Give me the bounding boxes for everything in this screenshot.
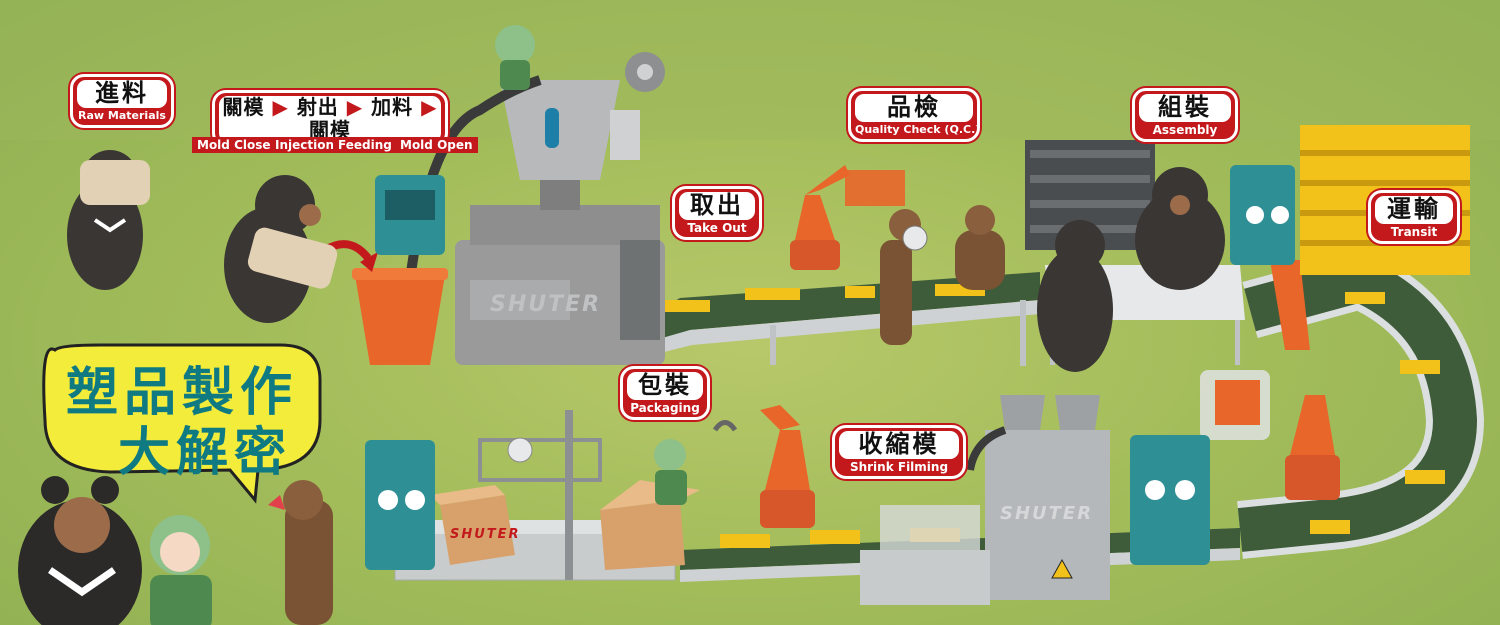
sign-mold-cycle-zh: 關模 ▶ 射出 ▶ 加料 ▶ 關模 xyxy=(219,96,441,142)
machine-brand-label: SHUTER xyxy=(490,292,602,317)
shrink-film-machine xyxy=(860,395,1110,605)
robot-assembly xyxy=(1230,165,1295,265)
sign-take-out-zh: 取出 xyxy=(679,191,755,220)
cycle-step-2-en: Injection xyxy=(270,137,340,153)
sign-shrink-filming-en: Shrink Filming xyxy=(849,459,949,474)
sign-packaging-zh: 包裝 xyxy=(627,371,703,400)
bear-assembling-2 xyxy=(1135,167,1225,290)
bear-pouring-sack xyxy=(224,175,338,323)
yellow-speech-bubble xyxy=(42,343,322,504)
chevron-right-icon: ▶ xyxy=(346,95,364,119)
raw-material-bucket xyxy=(352,268,448,365)
cardboard-box-left xyxy=(430,485,515,565)
robot-transit xyxy=(1130,435,1210,565)
deer-inspecting xyxy=(880,209,928,345)
cycle-step-4-zh: 關模 xyxy=(309,118,351,142)
chevron-right-icon: ▶ xyxy=(421,95,438,119)
sign-raw-materials: 進料 Raw Materials xyxy=(70,74,174,128)
sign-shrink-filming: 收縮模 Shrink Filming xyxy=(832,425,966,479)
box-brand-label: SHUTER xyxy=(450,527,521,542)
take-out-robot-arm xyxy=(790,165,905,270)
cycle-step-3-en: Feeding xyxy=(333,137,397,153)
mascot-girl xyxy=(150,515,212,625)
sign-take-out-en: Take Out xyxy=(687,220,747,235)
sign-quality-check-zh: 品檢 xyxy=(855,93,973,122)
bear-carrying-sack xyxy=(67,150,150,290)
sign-assembly-en: Assembly xyxy=(1152,122,1218,137)
sign-take-out: 取出 Take Out xyxy=(672,186,762,240)
sign-raw-materials-en: Raw Materials xyxy=(78,108,166,122)
cycle-step-3-zh: 加料 xyxy=(371,95,414,119)
packaging-frame xyxy=(478,410,602,580)
sign-transit-zh: 運輸 xyxy=(1375,195,1453,224)
cycle-step-4-en: Mold Open xyxy=(395,137,478,153)
sign-packaging: 包裝 Packaging xyxy=(620,366,710,420)
sign-packaging-en: Packaging xyxy=(630,400,700,415)
sign-assembly: 組裝 Assembly xyxy=(1132,88,1238,142)
chevron-right-icon: ▶ xyxy=(272,95,289,119)
deer-sitting xyxy=(955,205,1005,290)
transit-robot-arm xyxy=(1200,260,1340,500)
injection-molding-machine xyxy=(455,52,665,365)
title-line-1: 塑品製作 xyxy=(66,363,299,423)
transit-conveyor xyxy=(1237,249,1485,559)
sign-assembly-zh: 組裝 xyxy=(1139,93,1231,122)
sign-shrink-filming-zh: 收縮模 xyxy=(839,430,959,459)
robot-feeding xyxy=(375,175,445,255)
shrink-machine-brand-label: SHUTER xyxy=(1000,503,1094,524)
girl-on-hopper xyxy=(495,25,535,90)
take-out-conveyor xyxy=(620,272,1040,366)
sign-raw-materials-zh: 進料 xyxy=(77,79,167,108)
packaging-conveyor xyxy=(394,520,1240,582)
mascot-bear xyxy=(18,476,142,625)
bear-assembling-1 xyxy=(1037,220,1113,372)
packaging-robot-arm xyxy=(712,405,815,528)
sign-quality-check: 品檢 Quality Check (Q.C.) xyxy=(848,88,980,142)
cycle-step-1-zh: 關模 xyxy=(222,95,265,119)
sign-quality-check-en: Quality Check (Q.C.) xyxy=(855,122,981,136)
sign-transit-en: Transit xyxy=(1390,224,1438,239)
mascot-deer xyxy=(268,480,333,625)
title-line-2: 大解密 xyxy=(118,423,293,483)
sign-transit: 運輸 Transit xyxy=(1368,190,1460,244)
girl-packaging xyxy=(654,439,687,505)
cycle-step-2-zh: 射出 xyxy=(296,95,339,119)
cycle-step-1-en: Mold Close xyxy=(192,137,276,153)
robot-packaging xyxy=(365,440,435,570)
